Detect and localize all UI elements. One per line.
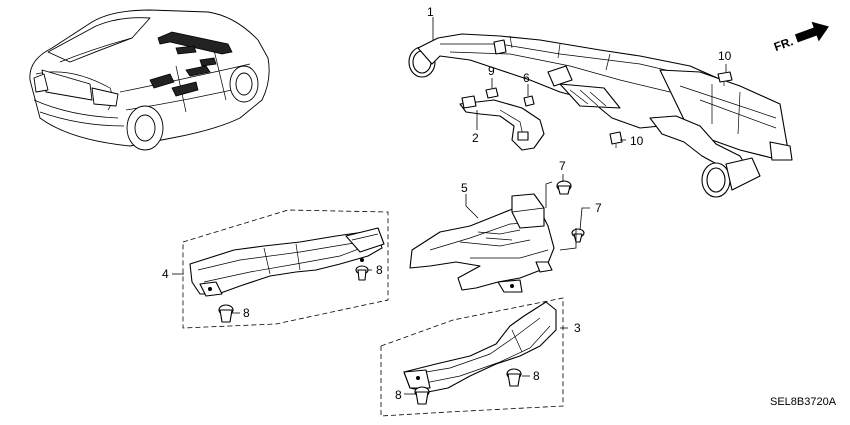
front-direction-label: FR.: [772, 34, 795, 54]
callout-part-7-upper: 7: [559, 159, 566, 173]
callout-part-6: 6: [523, 71, 530, 85]
callout-part-4: 4: [162, 267, 169, 281]
callout-part-7-lower: 7: [595, 201, 602, 215]
leader-lines: [172, 17, 727, 395]
callout-part-10-lower: 10: [630, 134, 644, 148]
diagram-code: SEL8B3720A: [770, 396, 837, 408]
callout-part-10-upper: 10: [718, 49, 732, 63]
callout-part-9: 9: [488, 64, 495, 78]
callout-part-8-b: 8: [243, 306, 250, 320]
callout-part-8-c: 8: [395, 388, 402, 402]
callout-part-2: 2: [472, 131, 479, 145]
fastener-clips: [218, 71, 733, 405]
part-4-left-duct: [182, 209, 389, 329]
vehicle-location-illustration: [29, 9, 270, 151]
arrow-right-icon: [794, 21, 829, 43]
part-1-main-duct: [408, 33, 793, 198]
callout-part-3: 3: [574, 321, 581, 335]
front-direction-indicator: FR.: [772, 21, 829, 54]
part-3-lower-duct: [380, 297, 564, 417]
callout-part-8-a: 8: [376, 263, 383, 277]
callout-part-8-d: 8: [533, 369, 540, 383]
callout-part-1: 1: [427, 5, 434, 19]
part-2-bracket: [459, 95, 545, 151]
callout-part-5: 5: [461, 181, 468, 195]
part-5-center-duct: [409, 193, 555, 293]
part-callouts: 1 2 3 4 5 6 7 7 8 8 8 8 8 9 10 10: [162, 5, 732, 402]
